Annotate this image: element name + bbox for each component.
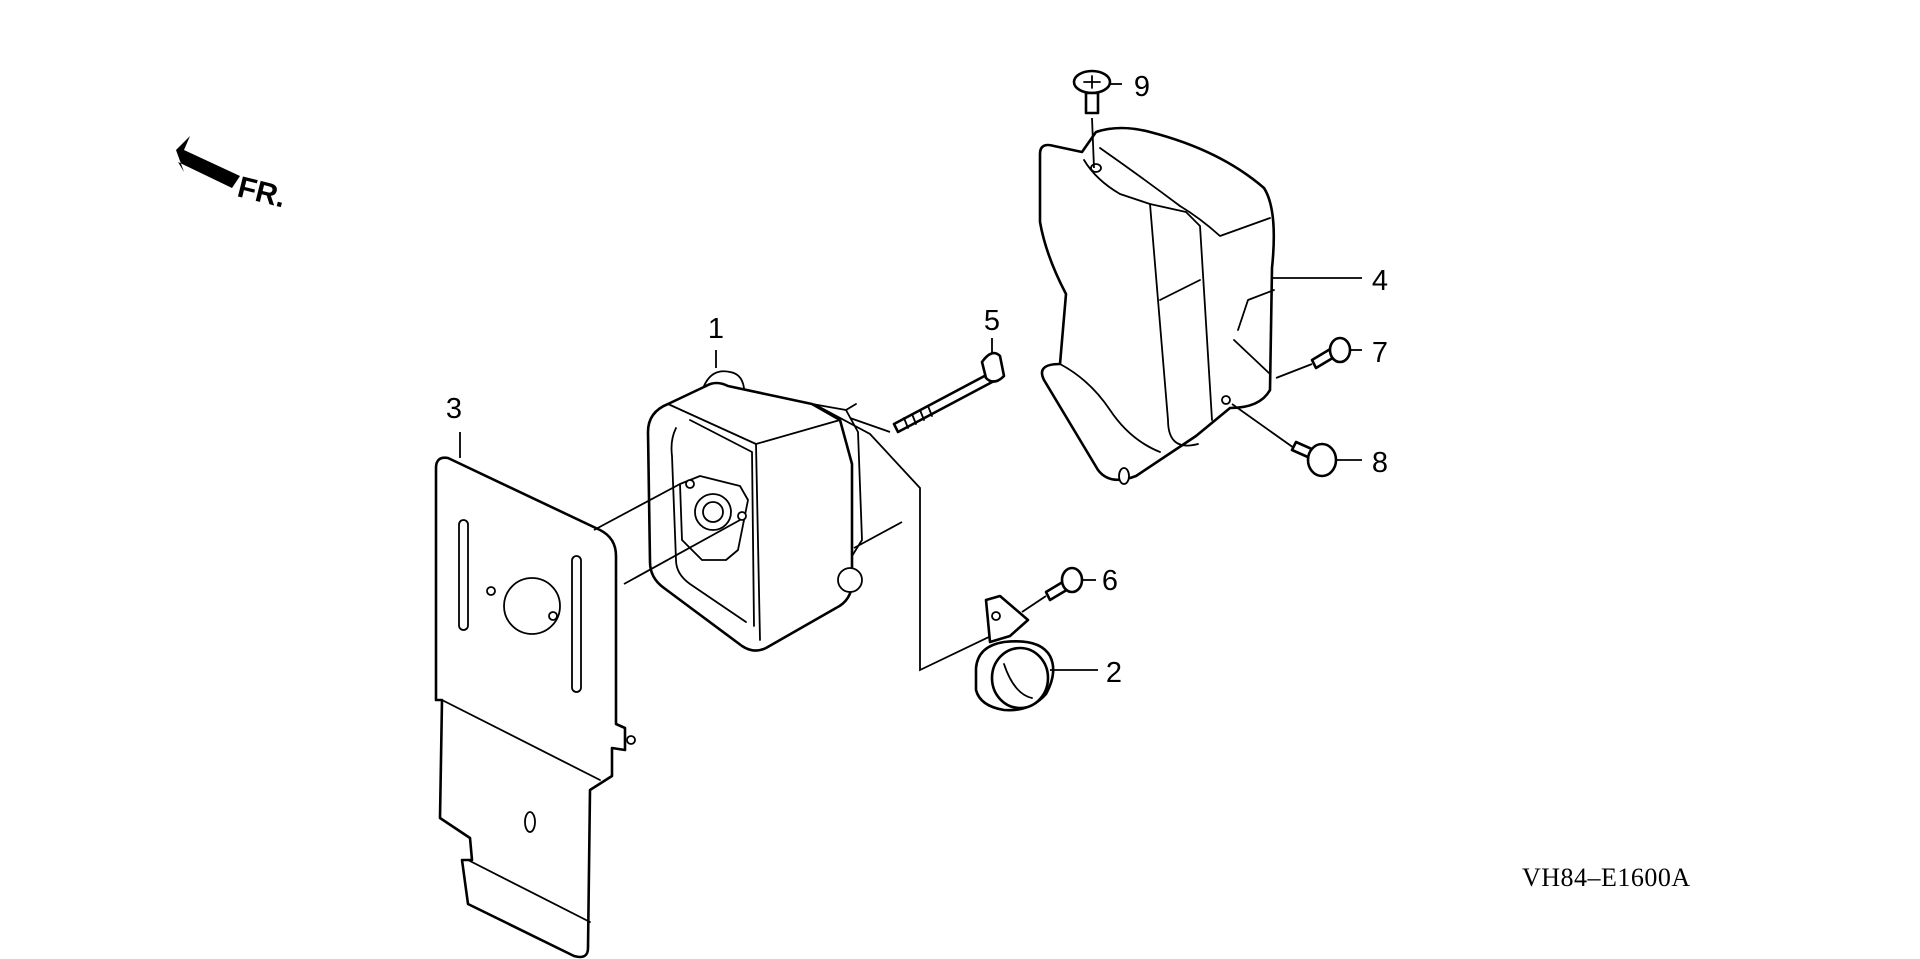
callout-6: 6: [1082, 565, 1118, 597]
callout-number: 4: [1372, 265, 1388, 297]
callout-number: 5: [984, 305, 1000, 337]
callout-2: 2: [1050, 657, 1122, 689]
protector-cover-part-4: [1038, 126, 1276, 485]
callout-number: 7: [1372, 337, 1388, 369]
screw-part-7: [1275, 336, 1352, 379]
callout-number: 1: [708, 313, 724, 345]
callout-5: 5: [984, 305, 1000, 354]
callout-1: 1: [708, 313, 724, 368]
callout-7: 7: [1350, 337, 1388, 369]
diagram-reference-code: VH84–E1600A: [1522, 863, 1691, 892]
screw-part-6: [1021, 566, 1084, 613]
callout-8: 8: [1336, 447, 1388, 479]
front-direction-indicator: FR.: [176, 136, 289, 214]
assembly-lines: [593, 403, 1017, 672]
muffler-part-1: [646, 370, 863, 652]
callout-number: 3: [446, 393, 462, 425]
front-label: FR.: [234, 171, 289, 215]
callout-number: 9: [1134, 71, 1150, 103]
callout-number: 8: [1372, 447, 1388, 479]
bolt-part-8: [1231, 403, 1338, 478]
long-bolt-part-5: [892, 351, 1006, 434]
callout-3: 3: [446, 393, 462, 458]
callout-9: 9: [1110, 71, 1150, 103]
heat-plate-part-3: [434, 456, 636, 959]
callout-number: 6: [1102, 565, 1118, 597]
callout-4: 4: [1272, 265, 1388, 297]
callout-number: 2: [1106, 657, 1122, 689]
spark-arrester-part-2: [974, 594, 1055, 712]
front-arrow-icon: [176, 136, 240, 188]
screw-part-9: [1072, 69, 1112, 169]
